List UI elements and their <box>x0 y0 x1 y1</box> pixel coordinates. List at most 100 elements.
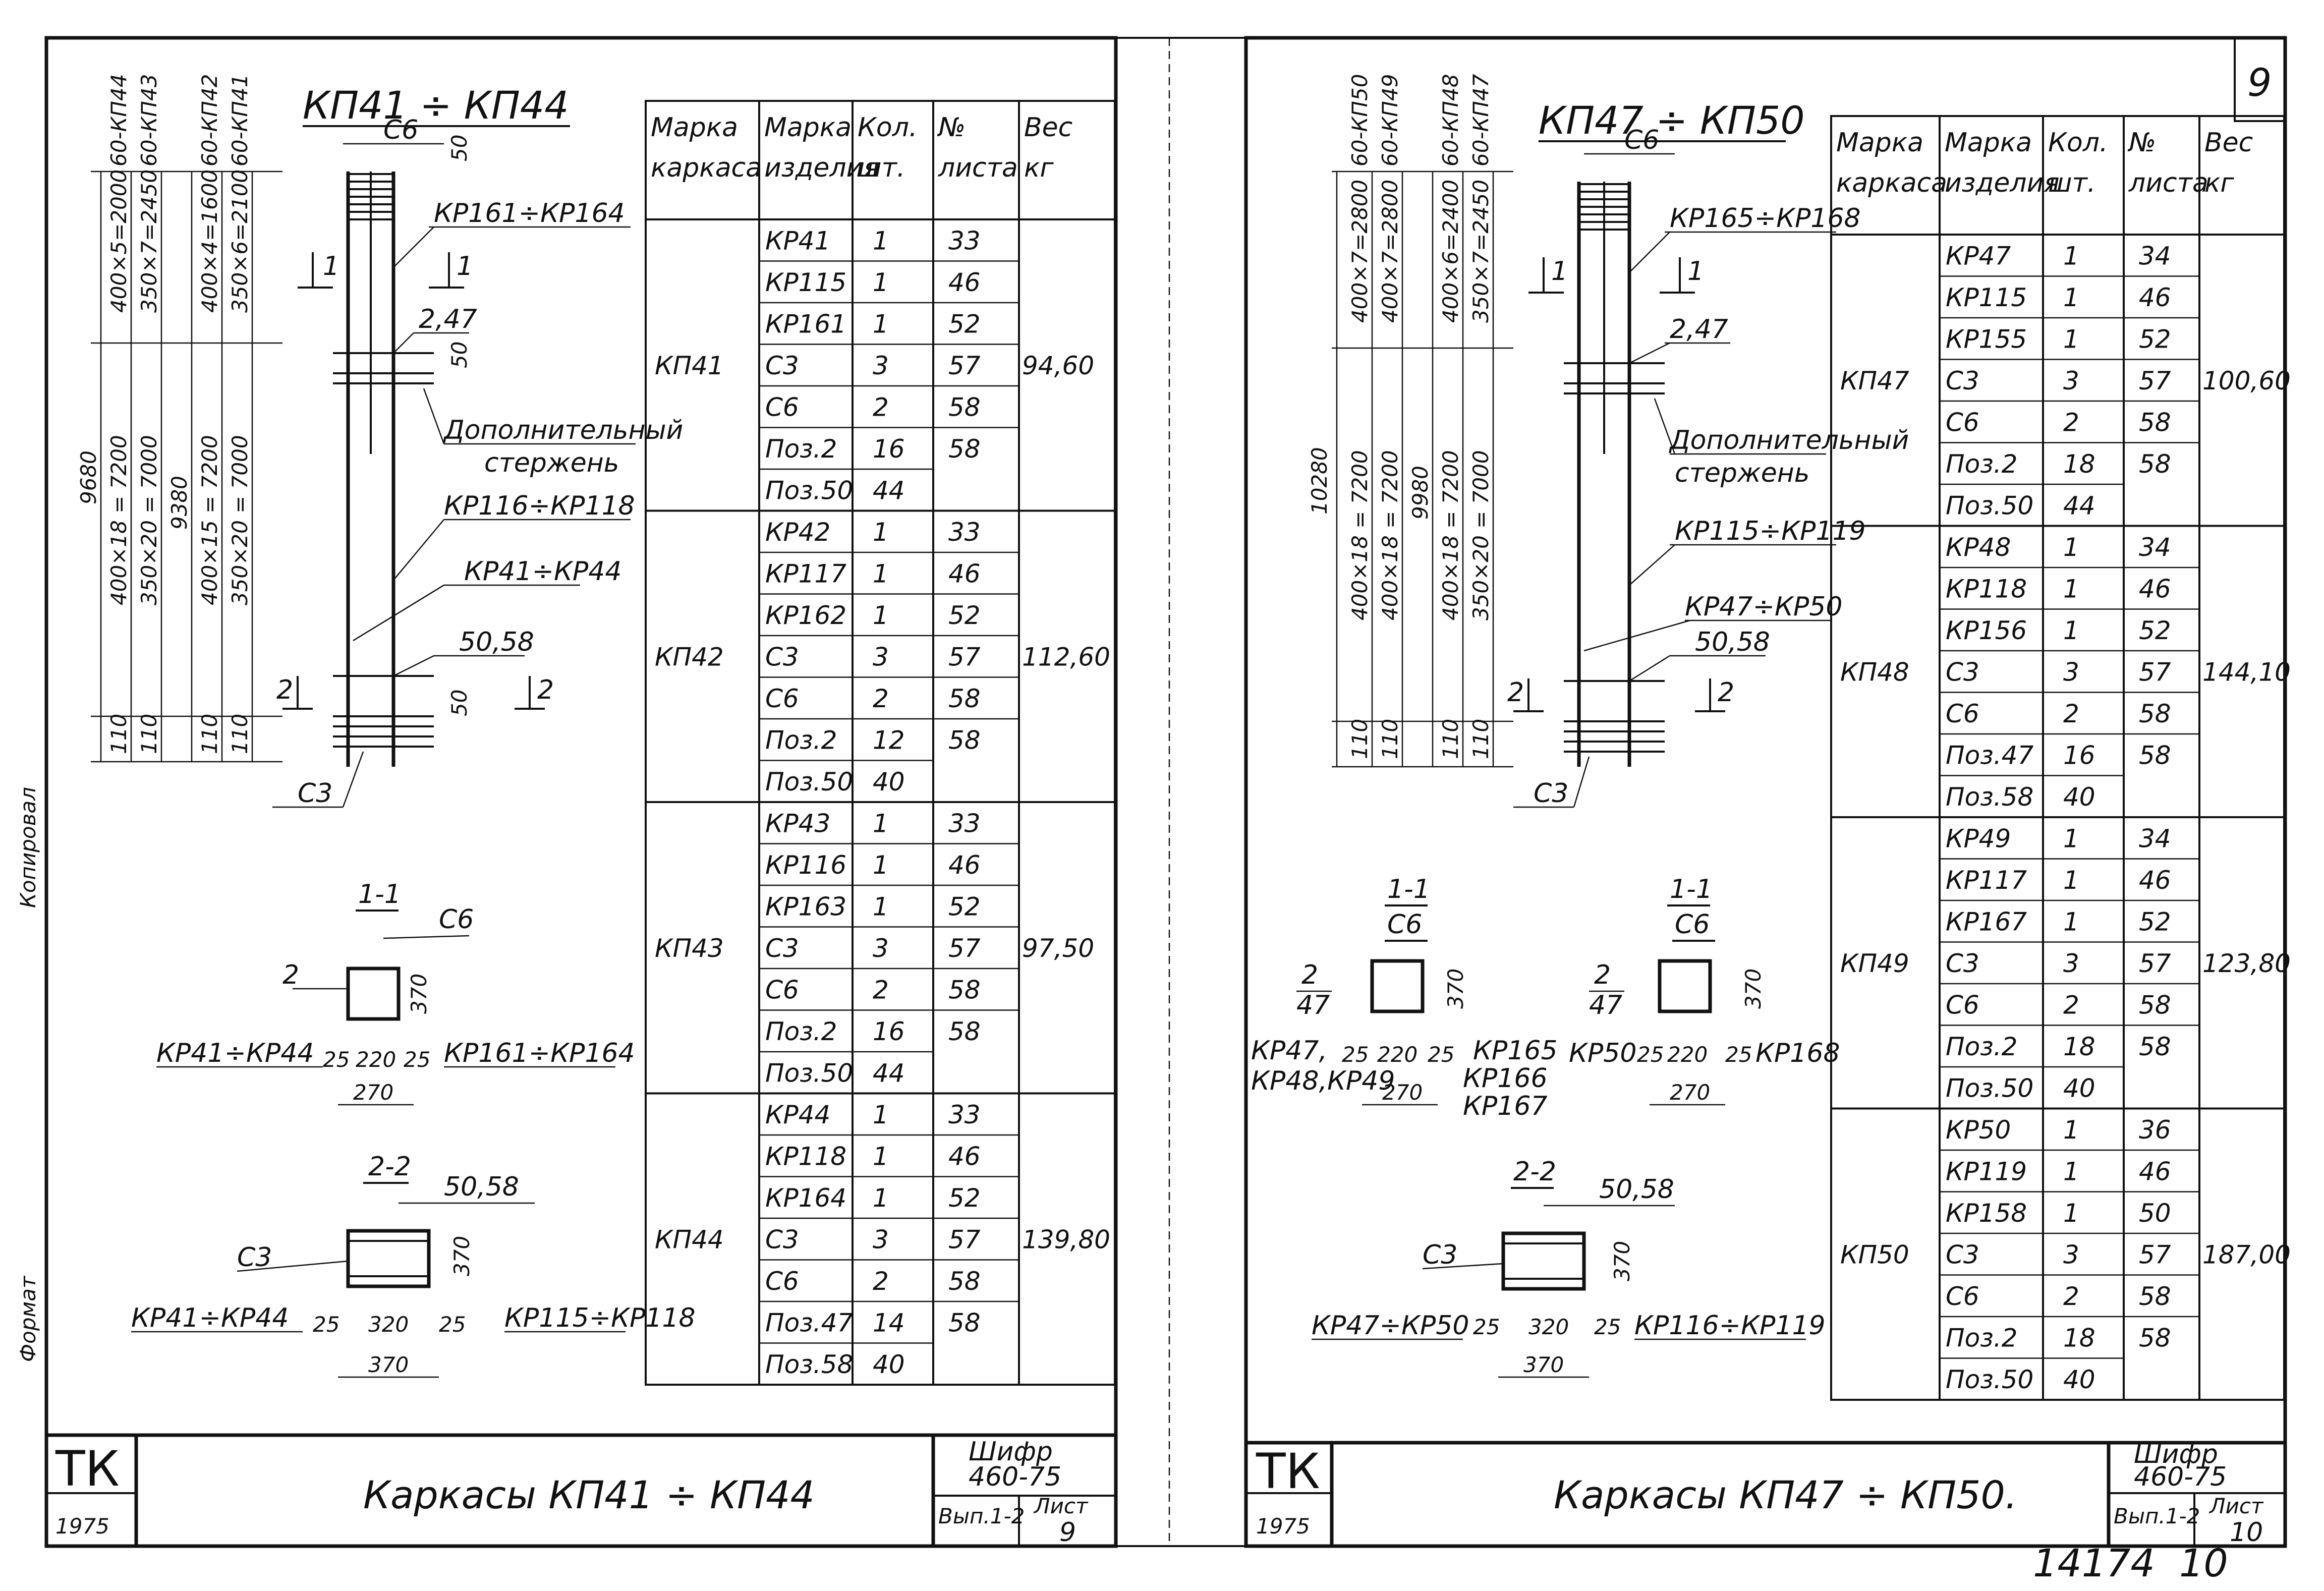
table-cell-sheet: 58 <box>2139 1032 2171 1061</box>
r-s2-title: 2-2 <box>1513 1157 1556 1187</box>
table-cell-qty: 3 <box>873 934 889 963</box>
right-stamp-title: Каркасы КП47 ÷ КП50. <box>1554 1472 2017 1517</box>
table-header-0-line2: каркаса <box>1836 168 1947 198</box>
table-cell-item: Поз.50 <box>765 767 853 797</box>
r-dim-b: 400×18 = 7200 <box>1378 450 1402 620</box>
table-cell-item: Поз.58 <box>765 1350 853 1379</box>
section-2-2-title: 2-2 <box>368 1152 411 1182</box>
table-cell-sheet: 52 <box>2139 907 2171 936</box>
table-cell-sheet: 46 <box>948 1142 981 1171</box>
table-cell-sheet: 58 <box>2139 449 2171 479</box>
r-s1a-left1: КР47, <box>1251 1036 1327 1066</box>
table-cell-mark: КП47 <box>1840 366 1909 395</box>
table-cell-qty: 1 <box>2063 1199 2079 1228</box>
table-cell-item: С3 <box>765 642 799 671</box>
table-header-2: Кол. <box>858 112 918 143</box>
r-s1a-right1: КР165 <box>1473 1036 1558 1066</box>
r-s2-edge-l: 25 <box>1473 1315 1500 1339</box>
table-cell-sheet: 58 <box>948 1308 981 1337</box>
table-cell-item: С6 <box>765 1267 799 1296</box>
r-s1b-pos1: 2 <box>1594 960 1611 990</box>
table-header-1-line2: изделия <box>764 153 879 183</box>
table-cell-item: С3 <box>1946 1240 1979 1269</box>
table-cell-item: КР117 <box>765 559 846 588</box>
table-cell-qty: 44 <box>2063 491 2095 520</box>
dim-i: 350×6=2100 <box>228 169 252 313</box>
r-dim-bottom-1: 110 <box>1347 719 1372 759</box>
table-cell-item: КР116 <box>765 850 846 880</box>
table-cell-item: Поз.2 <box>1946 1323 2017 1352</box>
dim-total: 9680 <box>76 450 101 504</box>
table-header-2-line2: шт. <box>858 153 905 183</box>
section-1-1-left: КР41÷КР44 <box>156 1038 314 1068</box>
table-cell-qty: 44 <box>873 476 905 505</box>
table-cell-sheet: 57 <box>2139 1240 2171 1269</box>
table-cell-item: С6 <box>1946 699 1979 728</box>
r-dim-i: 350×7=2450 <box>1468 180 1493 323</box>
section-2-2-w-out: 370 <box>368 1352 409 1377</box>
table-cell-qty: 3 <box>873 1225 889 1254</box>
table-cell-sheet: 57 <box>948 1225 981 1254</box>
section-1-1-pos: 2 <box>282 960 299 990</box>
callout-kr161: КР161÷КР164 <box>434 198 625 229</box>
table-cell-sheet: 34 <box>2139 241 2171 270</box>
table-cell-item: КР155 <box>1946 324 2027 354</box>
table-cell-item: КР118 <box>765 1142 846 1171</box>
table-cell-mark: КП44 <box>655 1225 724 1254</box>
r-cut-1-left: 1 <box>1551 256 1568 287</box>
cut-1-left: 1 <box>323 251 339 281</box>
table-cell-mark: КП42 <box>655 642 724 671</box>
left-stamp-code-label: Шифр <box>969 1437 1053 1467</box>
table-cell-item: Поз.2 <box>1946 449 2017 479</box>
r-s1a-w-in: 220 <box>1377 1042 1418 1067</box>
table-cell-qty: 1 <box>2063 824 2079 853</box>
cut-2-right: 2 <box>537 675 554 705</box>
section-1-1-c6: С6 <box>439 904 474 935</box>
right-section-2-2: 2-2 50,58 С3 КР47÷КР50 КР116÷КР119 25 32… <box>1312 1157 1826 1378</box>
table-cell-qty: 3 <box>2063 949 2079 978</box>
table-cell-qty: 2 <box>2063 990 2079 1019</box>
table-cell-qty: 1 <box>2063 533 2079 562</box>
table-cell-qty: 3 <box>2063 1240 2079 1269</box>
table-cell-item: Поз.47 <box>765 1308 853 1337</box>
table-header-4: Вес <box>1024 112 1072 143</box>
r-s1a-title: 1-1 <box>1387 874 1430 904</box>
table-cell-qty: 1 <box>873 892 889 921</box>
r-s2-left: КР47÷КР50 <box>1312 1311 1469 1341</box>
table-header-4-line2: кг <box>2204 168 2234 198</box>
table-cell-sheet: 58 <box>2139 1323 2171 1352</box>
r-cut-2-right: 2 <box>1718 677 1734 708</box>
dim-top-2: 60-КП43 <box>137 74 161 166</box>
section-1-1-right: КР161÷КР164 <box>444 1038 635 1068</box>
table-cell-qty: 2 <box>2063 699 2079 728</box>
table-cell-item: КР117 <box>1946 866 2027 895</box>
r-callout-c3: С3 <box>1534 778 1568 809</box>
table-cell-sheet: 36 <box>2139 1115 2171 1145</box>
r-dim-top-1: 60-КП50 <box>1347 74 1372 166</box>
table-cell-sheet: 57 <box>948 934 981 963</box>
callout-c6: С6 <box>383 115 418 145</box>
callout-c3: С3 <box>298 778 332 809</box>
table-cell-weight: 97,50 <box>1022 934 1094 963</box>
table-cell-item: КР164 <box>765 1183 846 1213</box>
r-s1b-right: КР168 <box>1755 1038 1840 1068</box>
table-cell-sheet: 46 <box>2139 866 2171 895</box>
table-cell-qty: 1 <box>2063 283 2079 312</box>
table-cell-sheet: 46 <box>2139 574 2171 603</box>
table-cell-sheet: 52 <box>2139 616 2171 645</box>
table-cell-item: КР118 <box>1946 574 2027 603</box>
r-s2-w-in: 320 <box>1528 1315 1569 1339</box>
table-cell-qty: 1 <box>2063 1115 2079 1145</box>
r-s1a-c6: С6 <box>1387 910 1422 940</box>
table-cell-item: Поз.50 <box>1946 1365 2033 1394</box>
left-drawing-title: КП41 ÷ КП44 <box>303 83 569 128</box>
table-cell-item: Поз.50 <box>765 1058 853 1088</box>
table-cell-sheet: 58 <box>948 725 981 755</box>
right-section-1-1-b: 1-1 С6 2 47 КР50 КР168 25 220 25 270 370 <box>1569 874 1840 1106</box>
table-cell-weight: 100,60 <box>2202 366 2291 395</box>
right-title-block: ТК 1975 Каркасы КП47 ÷ КП50. Шифр 460-75… <box>1246 1439 2285 1548</box>
table-cell-weight: 123,80 <box>2202 949 2291 978</box>
r-s1a-pos1: 2 <box>1301 960 1318 990</box>
table-cell-item: Поз.2 <box>765 725 837 755</box>
table-cell-qty: 2 <box>873 1267 889 1296</box>
